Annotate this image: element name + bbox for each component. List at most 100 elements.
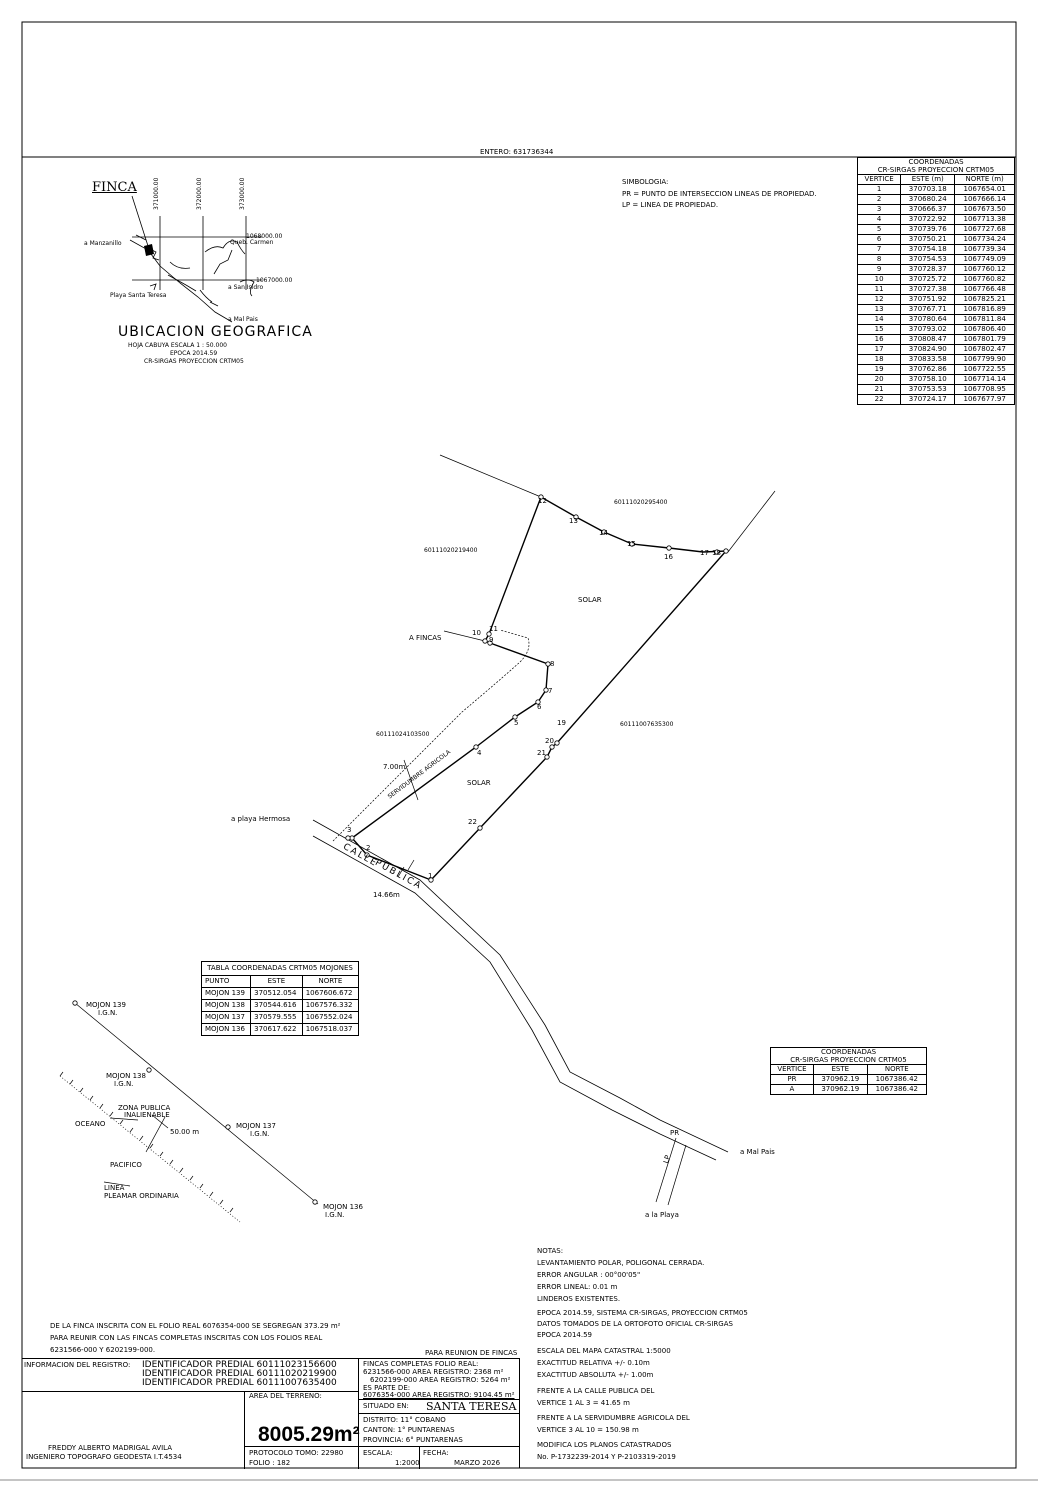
pr-cell-norte: 1067386.42 (866, 1074, 928, 1085)
situado-value: SANTA TERESA (426, 1400, 517, 1413)
coord-cell-vertice: 4 (856, 214, 902, 225)
pr-cell-vertice: A (770, 1084, 814, 1095)
coord-cell-vertice: 1 (856, 184, 902, 195)
mojon-136-ign: I.G.N. (325, 1211, 345, 1219)
pr-cell-este: 370962.19 (812, 1074, 868, 1085)
coord-cell-norte: 1067727.68 (954, 224, 1015, 235)
fincas-line2: 6231566-000 AREA REGISTRO: 2368 m² (363, 1368, 504, 1376)
mojon-markers (72, 1000, 318, 1205)
grid-y-2: 1067000.00 (256, 277, 293, 284)
segregation-line1: DE LA FINCA INSCRITA CON EL FOLIO REAL 6… (50, 1322, 341, 1330)
coord-cell-norte: 1067739.34 (954, 244, 1015, 255)
pr-cell-norte: 1067386.42 (866, 1084, 928, 1095)
coord-cell-norte: 1067708.95 (954, 384, 1015, 395)
dimension-marks (397, 759, 419, 878)
folio-line: FOLIO : 182 (249, 1459, 291, 1467)
neighbour-lines (439, 454, 776, 642)
coord-cell-este: 370824.90 (900, 344, 956, 355)
coord-cell-este: 370750.21 (900, 234, 956, 245)
block-divider (244, 1391, 245, 1469)
nota-line: FRENTE A LA SERVIDUMBRE AGRICOLA DEL (537, 1414, 690, 1422)
coord-table-title: COORDENADAS (908, 158, 964, 166)
coord-cell-este: 370762.86 (900, 364, 956, 375)
finca-label: FINCA (92, 180, 137, 195)
coord-cell-este: 370727.38 (900, 284, 956, 295)
pr-table-subtitle: CR-SIRGAS PROYECCION CRTM05 (790, 1056, 907, 1064)
nota-line: EPOCA 2014.59 (537, 1331, 593, 1339)
coord-cell-norte: 1067760.12 (954, 264, 1015, 275)
coord-cell-norte: 1067714.14 (954, 374, 1015, 385)
coord-cell-norte: 1067749.09 (954, 254, 1015, 265)
coord-cell-este: 370751.92 (900, 294, 956, 305)
situado-label: SITUADO EN: (363, 1402, 409, 1410)
coord-cell-vertice: 13 (856, 304, 902, 315)
coord-cell-vertice: 3 (856, 204, 902, 215)
segregation-line2: PARA REUNIR CON LAS FINCAS COMPLETAS INS… (50, 1334, 323, 1342)
mojones-table-title: TABLA COORDENADAS CRTM05 MOJONES (201, 961, 359, 976)
mojones-header-punto: PUNTO (200, 975, 252, 988)
info-registro-cell: INFORMACION DEL REGISTRO: (22, 1359, 244, 1391)
entero-label: ENTERO: 631736344 (480, 148, 554, 156)
coord-cell-norte: 1067811.84 (954, 314, 1015, 325)
vertex-label: 18 (712, 549, 721, 557)
mojon-cell-norte: 1067606.672 (301, 987, 360, 1000)
road-branch (655, 1137, 687, 1206)
vertex-label: 5 (514, 719, 519, 727)
pr-label: PR (670, 1129, 680, 1137)
coord-cell-este: 370833.58 (900, 354, 956, 365)
coord-cell-vertice: 15 (856, 324, 902, 335)
mojon-137-ign: I.G.N. (250, 1130, 270, 1138)
coord-header-norte: NORTE (m) (954, 174, 1015, 185)
protocolo-line: PROTOCOLO TOMO: 22980 (249, 1449, 344, 1457)
coord-cell-este: 370808.47 (900, 334, 956, 345)
linea-label: LINEA (104, 1184, 125, 1192)
coord-cell-vertice: 10 (856, 274, 902, 285)
coord-cell-norte: 1067677.97 (954, 394, 1015, 405)
la-playa-label: a la Playa (645, 1211, 679, 1219)
coord-cell-vertice: 5 (856, 224, 902, 235)
location-map (129, 216, 262, 323)
coord-cell-este: 370725.72 (900, 274, 956, 285)
place-san-isidro: a San Isidro (228, 284, 264, 291)
vertex-markers (345, 494, 729, 883)
grid-y-1: 1068000.00 (246, 233, 283, 240)
area-value: 8005.29m² (258, 1423, 360, 1446)
vertex-label: 15 (627, 540, 636, 548)
coord-cell-norte: 1067722.55 (954, 364, 1015, 375)
es-parte-label: ES PARTE DE: (363, 1384, 411, 1392)
pr-cell-vertice: PR (770, 1074, 814, 1085)
block-divider (244, 1446, 520, 1447)
coord-cell-norte: 1067806.40 (954, 324, 1015, 335)
vertex-label: 6 (537, 703, 542, 711)
pr-header-norte: NORTE (866, 1064, 928, 1075)
coord-cell-este: 370680.24 (900, 194, 956, 205)
zona-distance: 50.00 m (170, 1128, 200, 1136)
simbologia-pr: PR = PUNTO DE INTERSECCION LINEAS DE PRO… (622, 190, 817, 198)
coord-cell-vertice: 6 (856, 234, 902, 245)
neighbour-label-1: 60111020295400 (614, 499, 668, 506)
calle-publica (312, 819, 729, 1161)
pr-header-este: ESTE (812, 1064, 868, 1075)
nota-line: MODIFICA LOS PLANOS CATASTRADOS (537, 1441, 672, 1449)
playa-hermosa-label: a playa Hermosa (231, 815, 291, 823)
a-fincas-label: A FINCAS (409, 634, 442, 642)
solar-label-2: SOLAR (467, 779, 491, 787)
vertex-label: 20 (545, 737, 554, 745)
mojon-cell-punto: MOJON 136 (200, 1023, 252, 1036)
mojon-137-label: MOJON 137 (236, 1122, 276, 1130)
